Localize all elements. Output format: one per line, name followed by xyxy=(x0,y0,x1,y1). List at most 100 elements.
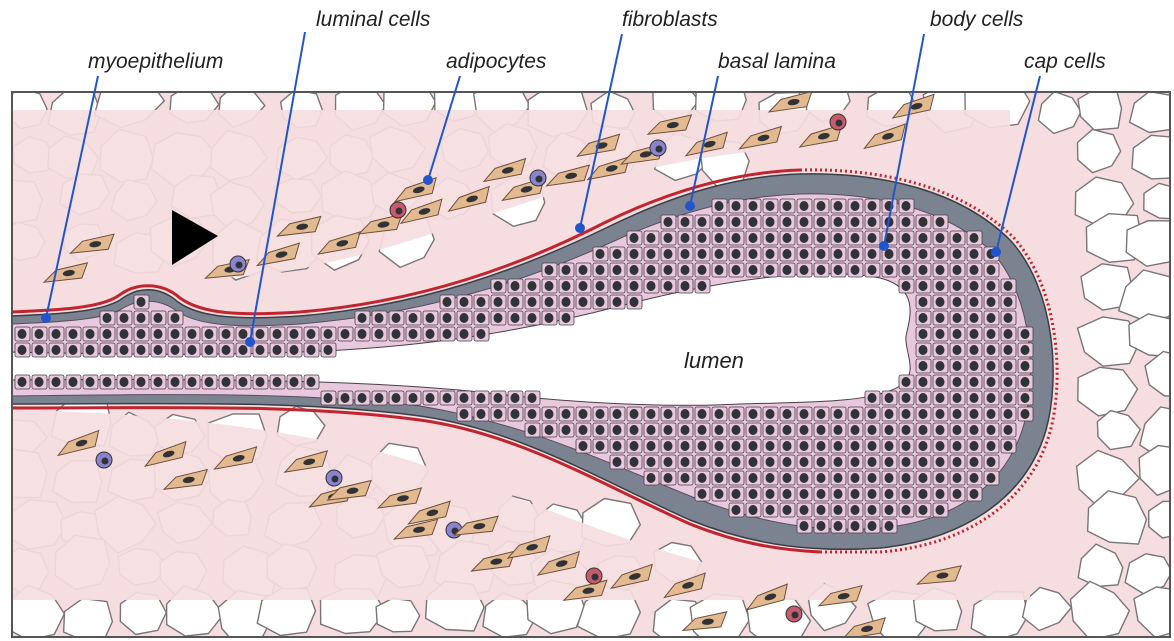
luminal-cell-nucleus xyxy=(562,313,571,323)
luminal-cell-nucleus xyxy=(953,249,962,259)
luminal-cell-nucleus xyxy=(86,329,95,339)
luminal-cell-nucleus xyxy=(443,313,452,323)
luminal-cell-nucleus xyxy=(494,393,503,403)
luminal-cell-nucleus xyxy=(664,281,673,291)
luminal-cell-nucleus xyxy=(664,249,673,259)
luminal-cell-nucleus xyxy=(953,409,962,419)
luminal-cell-nucleus xyxy=(970,329,979,339)
luminal-cell-nucleus xyxy=(885,473,894,483)
luminal-cell-nucleus xyxy=(698,265,707,275)
label-cap-cells: cap cells xyxy=(1024,50,1106,73)
luminal-cell-nucleus xyxy=(1004,441,1013,451)
luminal-cell-nucleus xyxy=(307,377,316,387)
luminal-cell-nucleus xyxy=(970,345,979,355)
luminal-cell-nucleus xyxy=(970,233,979,243)
luminal-cell-nucleus xyxy=(953,265,962,275)
luminal-cell-nucleus xyxy=(834,201,843,211)
luminal-cell-nucleus xyxy=(851,233,860,243)
luminal-cell-nucleus xyxy=(545,281,554,291)
luminal-cell-nucleus xyxy=(528,313,537,323)
luminal-cell-nucleus xyxy=(188,377,197,387)
luminal-cell-nucleus xyxy=(868,489,877,499)
blue-dot-icon xyxy=(41,313,51,323)
luminal-cell-nucleus xyxy=(783,425,792,435)
luminal-cell-nucleus xyxy=(902,473,911,483)
luminal-cell-nucleus xyxy=(1021,393,1030,403)
luminal-cell-nucleus xyxy=(851,409,860,419)
luminal-cell-nucleus xyxy=(834,505,843,515)
luminal-cell-nucleus xyxy=(902,233,911,243)
luminal-cell-nucleus xyxy=(800,489,809,499)
blue-dot-icon xyxy=(245,337,255,347)
luminal-cell-nucleus xyxy=(647,409,656,419)
luminal-cell-nucleus xyxy=(851,425,860,435)
luminal-cell-nucleus xyxy=(783,441,792,451)
luminal-cell-nucleus xyxy=(919,489,928,499)
luminal-cell-nucleus xyxy=(902,409,911,419)
luminal-cell-nucleus xyxy=(120,345,129,355)
immune-cell-nucleus xyxy=(836,120,843,127)
luminal-cell-nucleus xyxy=(783,473,792,483)
luminal-cell-nucleus xyxy=(868,425,877,435)
luminal-cell-nucleus xyxy=(766,489,775,499)
luminal-cell-nucleus xyxy=(834,425,843,435)
luminal-cell-nucleus xyxy=(664,409,673,419)
luminal-cell-nucleus xyxy=(817,521,826,531)
luminal-cell-nucleus xyxy=(953,473,962,483)
luminal-cell-nucleus xyxy=(1021,409,1030,419)
immune-cell-nucleus xyxy=(396,208,403,215)
luminal-cell-nucleus xyxy=(953,457,962,467)
luminal-cell-nucleus xyxy=(834,409,843,419)
luminal-cell-nucleus xyxy=(647,425,656,435)
luminal-cell-nucleus xyxy=(902,249,911,259)
luminal-cell-nucleus xyxy=(953,441,962,451)
luminal-cell-nucleus xyxy=(698,441,707,451)
luminal-cell-nucleus xyxy=(766,201,775,211)
luminal-cell-nucleus xyxy=(188,329,197,339)
immune-cell-nucleus xyxy=(332,476,339,483)
luminal-cell-nucleus xyxy=(851,489,860,499)
luminal-cell-nucleus xyxy=(817,425,826,435)
luminal-cell-nucleus xyxy=(885,393,894,403)
luminal-cell-nucleus xyxy=(800,217,809,227)
luminal-cell-nucleus xyxy=(460,313,469,323)
luminal-cell-nucleus xyxy=(936,489,945,499)
luminal-cell-nucleus xyxy=(936,329,945,339)
luminal-cell-nucleus xyxy=(936,265,945,275)
luminal-cell-nucleus xyxy=(664,217,673,227)
luminal-cell-nucleus xyxy=(902,281,911,291)
luminal-cell-nucleus xyxy=(613,409,622,419)
blue-dot-icon xyxy=(879,241,889,251)
luminal-cell-nucleus xyxy=(834,265,843,275)
luminal-cell-nucleus xyxy=(936,281,945,291)
luminal-cell-nucleus xyxy=(885,521,894,531)
luminal-cell-nucleus xyxy=(681,457,690,467)
luminal-cell-nucleus xyxy=(103,313,112,323)
luminal-cell-nucleus xyxy=(851,521,860,531)
luminal-cell-nucleus xyxy=(681,249,690,259)
luminal-cell-nucleus xyxy=(953,361,962,371)
luminal-cell-nucleus xyxy=(613,281,622,291)
luminal-cell-nucleus xyxy=(630,281,639,291)
luminal-cell-nucleus xyxy=(511,409,520,419)
luminal-cell-nucleus xyxy=(681,281,690,291)
luminal-cell-nucleus xyxy=(715,457,724,467)
luminal-cell-nucleus xyxy=(596,249,605,259)
luminal-cell-nucleus xyxy=(154,345,163,355)
luminal-cell-nucleus xyxy=(103,377,112,387)
luminal-cell-nucleus xyxy=(1004,313,1013,323)
immune-cell-nucleus xyxy=(102,458,109,465)
luminal-cell-nucleus xyxy=(868,521,877,531)
luminal-cell-nucleus xyxy=(800,409,809,419)
luminal-cell-nucleus xyxy=(936,217,945,227)
luminal-cell-nucleus xyxy=(1004,425,1013,435)
luminal-cell-nucleus xyxy=(783,233,792,243)
luminal-cell-nucleus xyxy=(766,233,775,243)
luminal-cell-nucleus xyxy=(528,425,537,435)
luminal-cell-nucleus xyxy=(545,313,554,323)
luminal-cell-nucleus xyxy=(528,281,537,291)
luminal-cell-nucleus xyxy=(851,473,860,483)
luminal-cell-nucleus xyxy=(919,265,928,275)
luminal-cell-nucleus xyxy=(290,329,299,339)
